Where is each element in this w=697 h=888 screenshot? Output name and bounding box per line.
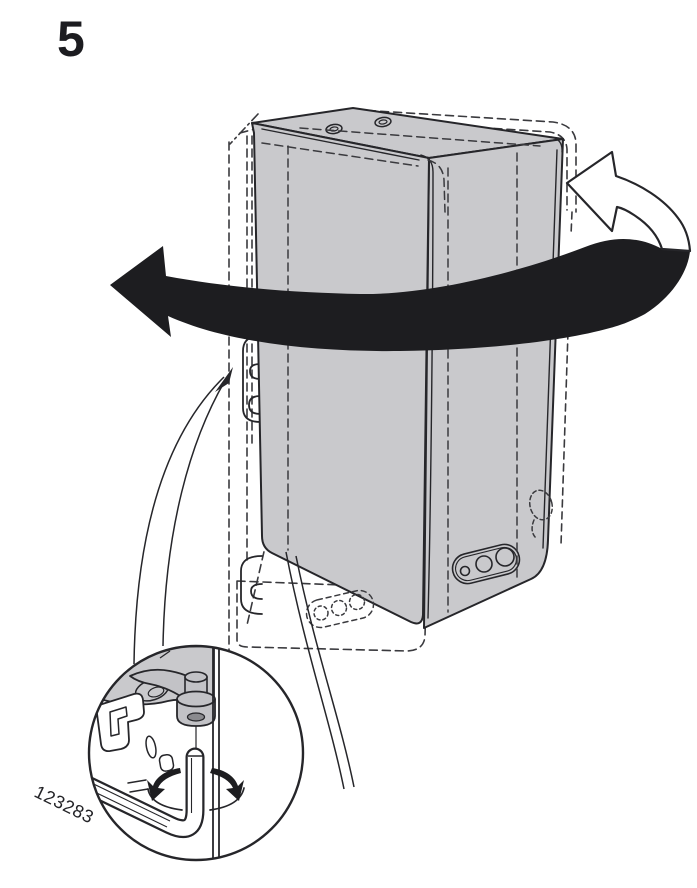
turn-path-ellipse — [127, 779, 245, 811]
turn-arrows — [147, 768, 244, 801]
turn-path-right — [209, 787, 245, 811]
detail-callout-leader — [133, 367, 233, 665]
speaker-right-face — [423, 138, 564, 629]
ghost-pill-circle-3 — [348, 593, 366, 611]
turn-path-left — [147, 788, 183, 811]
screw-hole-right-inner — [378, 119, 388, 125]
detail-bracket-hole — [109, 706, 128, 737]
ghost-keyhole — [528, 489, 554, 521]
leader-line-inner — [162, 378, 227, 647]
top-bevel-line — [261, 128, 420, 161]
top-screw-holes — [325, 116, 392, 135]
detail-circle — [36, 644, 305, 862]
button-large — [495, 547, 515, 567]
detail-tab — [158, 753, 175, 772]
step-number: 5 — [57, 11, 85, 67]
control-buttons — [451, 543, 521, 585]
speaker-front-face — [251, 122, 430, 625]
cable-line-1 — [285, 551, 345, 790]
hex-key-tip — [36, 755, 47, 770]
hex-key-facet-lines — [89, 758, 193, 828]
detail-slot — [145, 735, 157, 759]
detail-countersink-inner — [147, 686, 165, 698]
ghost-left-edge-pair — [246, 135, 253, 561]
ghost-keyhole-tail — [531, 519, 538, 540]
ghost-top-face-lines — [261, 127, 541, 167]
leader-line-outer — [133, 376, 225, 665]
ghost-right-lower — [560, 211, 573, 546]
detail-bracket-plate — [95, 692, 145, 753]
ghost-top-edge-inner — [454, 125, 568, 211]
bracket-upper-tab2 — [248, 395, 261, 415]
ghost-bottom-box — [236, 559, 428, 652]
button-panel-outline — [451, 543, 521, 585]
ghost-corner-arc — [427, 159, 446, 213]
turn-arrow-left — [147, 768, 181, 801]
ghost-control-pill — [305, 589, 375, 629]
bracket-lower-tab — [250, 583, 263, 600]
part-number-label: 123283 — [31, 782, 97, 828]
turn-tick-marks — [127, 779, 149, 793]
ghost-pill-outline — [305, 589, 375, 629]
bracket-lower — [240, 555, 263, 615]
power-cable — [285, 551, 355, 790]
leader-arrowhead — [215, 367, 233, 392]
bracket-upper-tab — [249, 363, 261, 380]
button-mid — [475, 555, 493, 573]
knob-top-cap — [184, 671, 208, 683]
back-right-edge-line — [542, 136, 563, 549]
detail-panel-edge — [212, 646, 220, 860]
button-panel-inner — [455, 546, 517, 582]
hex-key — [36, 747, 205, 839]
turn-arrow-right — [210, 768, 244, 801]
knob-hole — [186, 712, 206, 722]
button-small — [459, 565, 471, 577]
ghost-corner-dashdot — [229, 113, 259, 145]
ghost-on-face-lines — [261, 127, 554, 613]
ghost-pill-circle-1 — [313, 605, 329, 621]
cable-line-2 — [295, 555, 355, 788]
rotation-arrow-white — [565, 150, 692, 253]
hex-key-fill — [89, 749, 203, 836]
detail-knob — [176, 671, 216, 727]
ghost-pill-circle-2 — [330, 599, 348, 617]
knob-flange — [176, 690, 216, 708]
detail-circle-outline — [87, 644, 305, 862]
rotation-arrow-black — [110, 238, 690, 352]
